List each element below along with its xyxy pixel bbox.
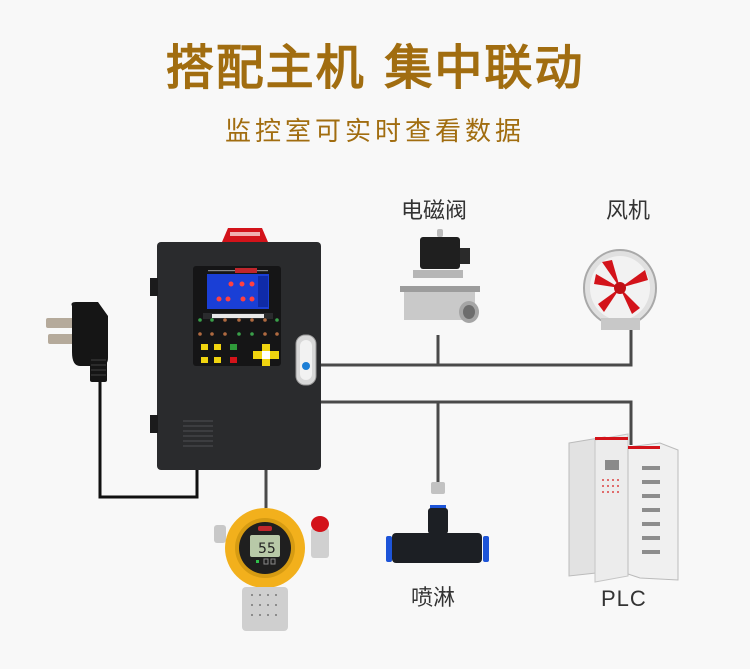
plc-label: PLC [601, 586, 647, 611]
controller-keypad [201, 344, 279, 366]
detector-lcd [250, 535, 280, 557]
page-subtitle: 监控室可实时查看数据 [224, 117, 525, 147]
detector-reading: 55 [258, 541, 276, 557]
wires [264, 330, 633, 508]
status-leds [198, 318, 279, 336]
sprinkler-label: 喷淋 [411, 586, 456, 611]
page-title: 搭配主机 集中联动 [165, 40, 585, 96]
sprinkler-fitting-icon [386, 482, 489, 563]
solenoid-valve-icon [400, 229, 480, 323]
speaker-grille [183, 420, 213, 447]
detector-alarm-light [311, 528, 329, 558]
fan-label: 风机 [606, 199, 651, 224]
plc-cabinet-icon [568, 433, 679, 583]
lock-icon [302, 362, 310, 370]
axial-fan-icon [583, 249, 657, 330]
wire-output-2 [320, 400, 633, 445]
gas-detector-icon: 55 [214, 508, 329, 631]
solenoid-valve-label: 电磁阀 [401, 199, 468, 224]
gas-alarm-controller [150, 228, 321, 470]
power-cord [98, 378, 199, 499]
wire-output-1 [320, 330, 633, 367]
power-plug-icon [46, 302, 108, 382]
